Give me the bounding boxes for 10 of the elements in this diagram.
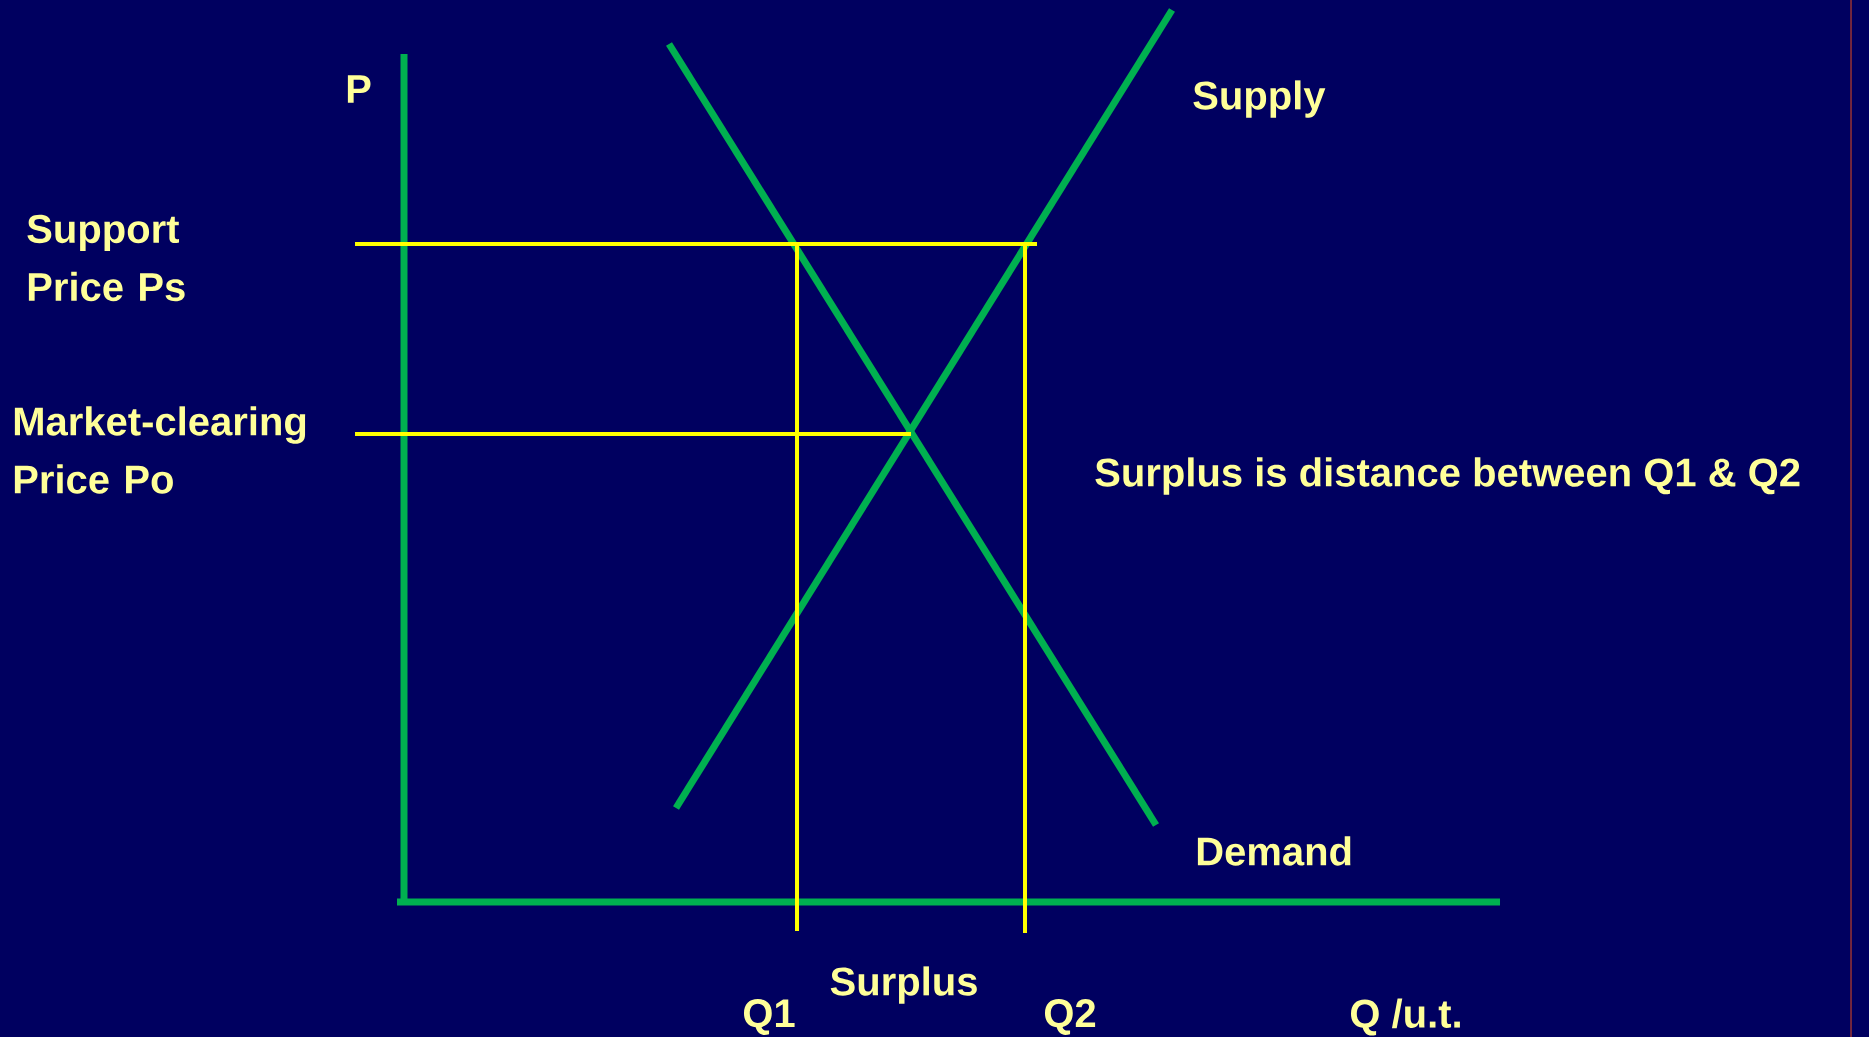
- price-label: Support Price Ps: [27, 214, 185, 302]
- annotation: Surplus is distance between Q1 & Q2: [1095, 457, 1800, 495]
- curve-label: Supply: [1193, 80, 1326, 118]
- axis-label: Q2: [1045, 999, 1096, 1035]
- axis-label: Surplus: [830, 966, 977, 1004]
- axis-label: Q1: [744, 999, 795, 1035]
- axis-label: P: [347, 75, 371, 103]
- curve-label: Demand: [1197, 836, 1351, 866]
- axis-label: Q /u.t.: [1351, 998, 1460, 1036]
- price-label: Market-clearing Price Po: [14, 406, 306, 494]
